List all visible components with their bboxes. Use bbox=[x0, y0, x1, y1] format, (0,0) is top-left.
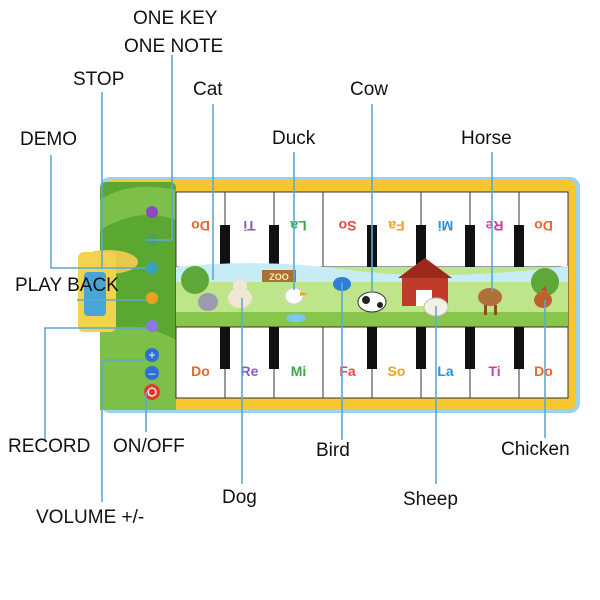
bottom-key-2[interactable] bbox=[224, 326, 275, 399]
bottom-key-label: Re bbox=[241, 363, 259, 379]
cow-figure bbox=[357, 291, 387, 313]
svg-text:–: – bbox=[149, 366, 156, 380]
bottom-key-6[interactable] bbox=[420, 326, 471, 399]
volume-plus-button[interactable] bbox=[145, 348, 159, 362]
dog-label: Dog bbox=[222, 487, 257, 508]
record-button[interactable] bbox=[146, 320, 158, 332]
play-back-button[interactable] bbox=[146, 292, 158, 304]
bottom-key-label: Mi bbox=[291, 363, 307, 379]
svg-text:ZOO: ZOO bbox=[269, 272, 289, 282]
top-key-2[interactable] bbox=[224, 191, 275, 268]
top-black-key[interactable] bbox=[269, 225, 279, 267]
volume-minus-button[interactable] bbox=[145, 366, 159, 380]
top-key-label: Mi bbox=[438, 218, 454, 234]
power-button[interactable] bbox=[144, 384, 160, 400]
bottom-key-1[interactable] bbox=[175, 326, 226, 399]
top-key-label: Do bbox=[534, 218, 553, 234]
top-key-label: Ti bbox=[243, 218, 255, 234]
top-key-4[interactable] bbox=[322, 191, 373, 268]
one-key-button[interactable] bbox=[146, 206, 158, 218]
bottom-keyboard: Do Re Mi Fa So La Ti Do bbox=[175, 326, 569, 399]
bottom-black-key[interactable] bbox=[269, 327, 279, 369]
bottom-key-label: So bbox=[388, 363, 406, 379]
top-black-key[interactable] bbox=[514, 225, 524, 267]
zoo-sign bbox=[262, 270, 296, 282]
bottom-black-key[interactable] bbox=[367, 327, 377, 369]
top-key-6[interactable] bbox=[420, 191, 471, 268]
bottom-key-5[interactable] bbox=[371, 326, 422, 399]
top-black-key[interactable] bbox=[220, 225, 230, 267]
horse-label: Horse bbox=[461, 128, 512, 149]
demo-button[interactable] bbox=[146, 262, 158, 274]
top-black-key[interactable] bbox=[416, 225, 426, 267]
top-key-1[interactable] bbox=[175, 191, 226, 268]
bird-label: Bird bbox=[316, 440, 350, 461]
bottom-black-key[interactable] bbox=[465, 327, 475, 369]
one-key-label-line2: ONE NOTE bbox=[124, 36, 224, 57]
bottom-key-4[interactable] bbox=[322, 326, 373, 399]
chicken-label: Chicken bbox=[501, 439, 570, 460]
sheep-label: Sheep bbox=[403, 489, 458, 510]
top-key-label: La bbox=[290, 218, 307, 234]
chicken-figure bbox=[534, 292, 552, 308]
bottom-key-label: La bbox=[437, 363, 454, 379]
top-key-3[interactable] bbox=[273, 191, 324, 268]
duck-figure bbox=[284, 287, 304, 305]
horse-figure bbox=[478, 288, 502, 306]
play-back-label: PLAY BACK bbox=[15, 275, 119, 296]
bottom-key-label: Do bbox=[191, 363, 210, 379]
leader-lines bbox=[44, 55, 546, 502]
bottom-key-label: Fa bbox=[339, 363, 356, 379]
dog-figure bbox=[228, 288, 252, 308]
duck-label: Duck bbox=[272, 128, 316, 149]
bottom-key-label: Do bbox=[534, 363, 553, 379]
top-keyboard: Do Ti La So Fa Mi Re Do bbox=[175, 191, 569, 268]
svg-text:+: + bbox=[148, 348, 155, 362]
bottom-key-label: Ti bbox=[488, 363, 500, 379]
cow-label: Cow bbox=[350, 79, 389, 100]
bottom-black-key[interactable] bbox=[514, 327, 524, 369]
one-key-label-line1: ONE KEY bbox=[133, 8, 218, 29]
on-off-label: ON/OFF bbox=[113, 436, 185, 457]
top-key-label: So bbox=[339, 218, 357, 234]
top-key-7[interactable] bbox=[469, 191, 520, 268]
cat-label: Cat bbox=[193, 79, 223, 100]
top-black-key[interactable] bbox=[465, 225, 475, 267]
panel-buttons: + – bbox=[144, 206, 160, 400]
demo-label: DEMO bbox=[20, 129, 77, 150]
cat-figure bbox=[198, 293, 218, 311]
top-key-8[interactable] bbox=[518, 191, 569, 268]
control-panel bbox=[78, 182, 176, 410]
bottom-black-key[interactable] bbox=[416, 327, 426, 369]
top-key-label: Fa bbox=[388, 218, 405, 234]
volume-label: VOLUME +/- bbox=[36, 507, 145, 528]
top-key-label: Do bbox=[191, 218, 210, 234]
stop-label: STOP bbox=[73, 69, 125, 90]
bottom-black-key[interactable] bbox=[220, 327, 230, 369]
bottom-key-7[interactable] bbox=[469, 326, 520, 399]
top-key-label: Re bbox=[485, 218, 503, 234]
bottom-key-8[interactable] bbox=[518, 326, 569, 399]
record-label: RECORD bbox=[8, 436, 91, 457]
